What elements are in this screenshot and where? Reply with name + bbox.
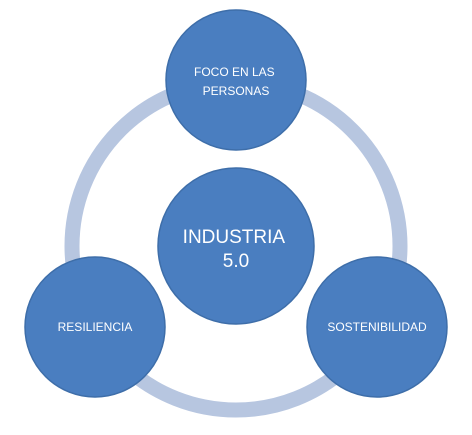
top-node-label: FOCO EN LAS PERSONAS [194, 65, 278, 98]
top-node-circle [165, 9, 307, 151]
left-node-circle [24, 256, 166, 398]
center-node-circle [157, 167, 315, 325]
center-node-label: INDUSTRIA 5.0 [183, 227, 290, 272]
center-node: INDUSTRIA 5.0 [157, 167, 315, 325]
right-node-circle [306, 256, 448, 398]
left-node-label: RESILIENCIA [58, 320, 133, 334]
top-node: FOCO EN LAS PERSONAS [165, 9, 307, 151]
center-node-label-line-1: INDUSTRIA [183, 227, 286, 248]
left-node: RESILIENCIA [24, 256, 166, 398]
right-node: SOSTENIBILIDAD [306, 256, 448, 398]
center-node-label-line-2: 5.0 [223, 251, 249, 272]
top-node-label-line-1: FOCO EN LAS [194, 65, 275, 79]
right-node-label: SOSTENIBILIDAD [327, 320, 427, 334]
top-node-label-line-2: PERSONAS [203, 84, 270, 98]
